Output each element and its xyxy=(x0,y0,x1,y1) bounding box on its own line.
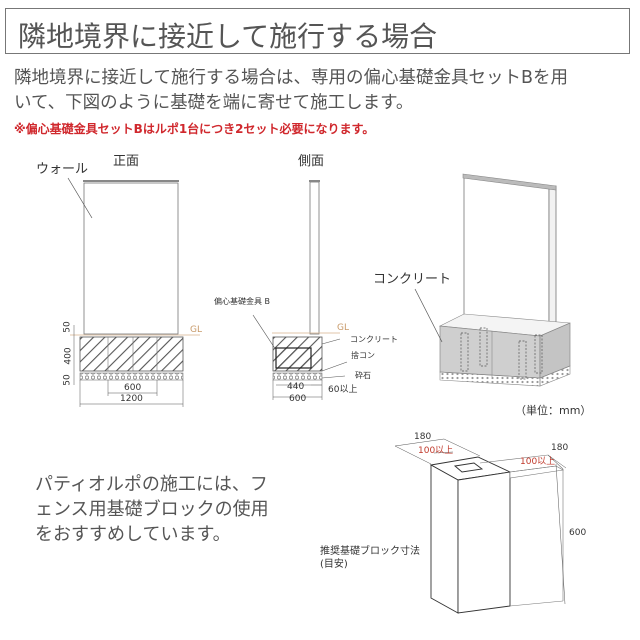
perspective-concrete-label: コンクリート xyxy=(373,272,452,287)
front-dim-1200: 1200 xyxy=(120,394,143,404)
intro-line-2: いて、下図のように基礎を端に寄せて施工します。 xyxy=(14,93,414,113)
block-dim-600: 600 xyxy=(569,528,587,538)
block-dim-100-right: 100以上 xyxy=(520,457,556,467)
block-view xyxy=(394,438,567,614)
block-caption: 推奨基礎ブロック寸法 (目安) xyxy=(320,545,420,571)
perspective-view xyxy=(414,173,571,387)
side-concrete-label: コンクリート xyxy=(350,335,398,344)
block-dim-180-left: 180 xyxy=(414,432,432,442)
front-view-title: 正面 xyxy=(113,154,140,169)
front-gl-label: GL xyxy=(190,325,202,335)
side-dim-60: 60以上 xyxy=(328,385,358,395)
front-dim-600: 600 xyxy=(124,383,142,393)
front-dim-50-bottom: 50 xyxy=(62,374,73,386)
block-dim-100-left: 100以上 xyxy=(418,446,454,456)
recommendation-text: パティオルポの施工には、フ ェンス用基礎ブロックの使用 をおすすめしています。 xyxy=(35,472,305,547)
block-caption-line-2: (目安) xyxy=(320,559,348,570)
intro-paragraph: 隣地境界に接近して施行する場合は、専用の偏心基礎金具セットBを用 いて、下図のよ… xyxy=(14,66,629,116)
front-dim-50-top: 50 xyxy=(62,321,73,333)
front-dim-400: 400 xyxy=(63,347,74,365)
leveling-concrete-label: 捨コン xyxy=(351,351,375,360)
title-box: 隣地境界に接近して施行する場合 xyxy=(5,8,630,54)
red-note: ※偏心基礎金具セットBはルポ1台につき2セット必要になります。 xyxy=(14,122,375,136)
gravel-label: 砕石 xyxy=(355,371,371,380)
side-gl-label: GL xyxy=(337,323,349,333)
unit-label: （単位：mm） xyxy=(515,404,592,417)
intro-line-1: 隣地境界に接近して施行する場合は、専用の偏心基礎金具セットBを用 xyxy=(14,68,568,88)
front-view xyxy=(67,177,200,407)
side-view-title: 側面 xyxy=(298,154,325,169)
bracket-label: 偏心基礎金具 B xyxy=(214,297,271,306)
page-title: 隣地境界に接近して施行する場合 xyxy=(18,20,438,53)
recommendation-line-3: をおすすめしています。 xyxy=(35,524,231,545)
side-dim-440: 440 xyxy=(287,382,305,392)
wall-label: ウォール xyxy=(36,162,89,177)
block-dim-180-right: 180 xyxy=(551,443,569,453)
recommendation-line-1: パティオルポの施工には、フ xyxy=(35,474,268,495)
block-caption-line-1: 推奨基礎ブロック寸法 xyxy=(320,546,420,557)
side-view xyxy=(252,180,348,400)
side-dim-600: 600 xyxy=(289,394,307,404)
recommendation-line-2: ェンス用基礎ブロックの使用 xyxy=(35,499,269,520)
